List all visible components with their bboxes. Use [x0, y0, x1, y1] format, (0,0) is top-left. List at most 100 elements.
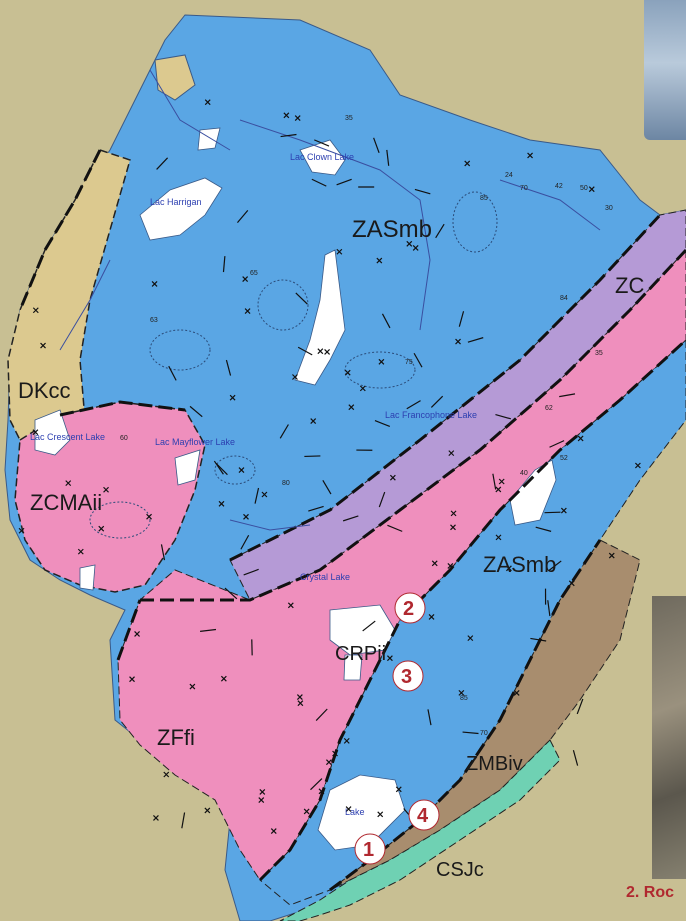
- strike-line: [222, 256, 226, 273]
- strike-line: [295, 292, 308, 305]
- cross-symbol: [447, 563, 454, 569]
- unit-csjc-area: [279, 739, 561, 921]
- svg-text:1: 1: [363, 839, 374, 861]
- cross-symbol: [428, 613, 435, 620]
- cross-symbol: [389, 474, 396, 481]
- lake-label-crystal: Crystal Lake: [300, 572, 350, 582]
- dip-value: 85: [460, 695, 468, 702]
- cross-symbol: [40, 342, 46, 349]
- label-crpii: CRPii: [335, 643, 386, 665]
- lake-lower: [317, 774, 406, 851]
- unit-zasmb-lower: [259, 339, 686, 906]
- strike-line: [200, 628, 217, 632]
- svg-text:2: 2: [403, 598, 414, 620]
- cross-symbol: [146, 513, 152, 520]
- strike-line: [413, 352, 423, 368]
- cross-symbol: [412, 244, 419, 251]
- cross-symbol: [324, 349, 331, 355]
- cross-symbol: [450, 524, 456, 531]
- photo-thumbnail-top: [644, 0, 686, 140]
- site-marker-1[interactable]: 1: [354, 833, 386, 865]
- cross-symbol: [103, 486, 109, 493]
- cross-symbol: [431, 560, 438, 567]
- cross-symbol: [498, 478, 505, 485]
- cross-symbol: [560, 507, 567, 514]
- unit-tan-top: [154, 54, 196, 101]
- cross-symbol: [310, 418, 317, 424]
- strike-line: [495, 413, 512, 420]
- strike-line: [559, 393, 576, 398]
- dip-value: 85: [480, 195, 488, 202]
- strike-line: [322, 479, 332, 495]
- dip-value: 50: [580, 185, 588, 192]
- cross-symbol: [450, 510, 457, 517]
- cross-symbol: [588, 186, 595, 193]
- cross-symbol: [467, 635, 474, 642]
- cross-symbol: [568, 580, 575, 587]
- strike-line: [279, 424, 289, 439]
- strike-line: [315, 708, 328, 721]
- cross-symbol: [505, 565, 512, 572]
- label-csjc: CSJc: [436, 859, 484, 881]
- cross-symbol: [332, 750, 338, 757]
- lake-label-harrigan: Lac Harrigan: [150, 197, 202, 207]
- cross-symbol: [317, 348, 324, 355]
- cross-symbol: [376, 257, 383, 264]
- dip-value: 80: [282, 480, 290, 487]
- strike-line: [308, 505, 324, 512]
- dip-value: 35: [345, 115, 353, 122]
- dip-value: 42: [555, 183, 563, 190]
- photo-thumbnail-bottom: [652, 596, 686, 879]
- strike-line: [492, 473, 497, 490]
- strike-line: [547, 600, 551, 617]
- cross-symbol: [386, 655, 393, 662]
- label-zasmb: ZASmb: [352, 216, 432, 243]
- lake-long: [294, 249, 346, 386]
- strike-line: [362, 620, 376, 632]
- cross-symbol: [129, 676, 135, 683]
- cross-symbol: [218, 500, 225, 507]
- strike-line: [297, 346, 313, 356]
- cross-symbol: [303, 808, 310, 815]
- strike-line: [181, 812, 186, 829]
- cross-symbol: [65, 480, 72, 487]
- cross-symbol: [577, 435, 584, 442]
- cross-symbol: [229, 394, 236, 401]
- dip-value: 62: [545, 405, 553, 412]
- site-markers: 2 3 4 1: [354, 592, 440, 865]
- strike-line: [314, 139, 330, 147]
- svg-text:4: 4: [417, 805, 429, 827]
- dip-value: 65: [250, 270, 258, 277]
- lake-small-pink: [343, 654, 363, 681]
- cross-symbol: [513, 689, 520, 696]
- unit-labels: ZASmb ZC DKcc ZCMAii ZASmb CRPii ZFfi ZM…: [18, 216, 644, 881]
- unit-zcmaii-area: [14, 401, 206, 593]
- site-marker-3[interactable]: 3: [392, 660, 424, 692]
- cross-symbol: [163, 771, 170, 778]
- lake-label-crescent: Lac Crescent Lake: [30, 432, 105, 442]
- strike-line: [406, 400, 421, 410]
- strike-line: [430, 395, 444, 408]
- site-marker-4[interactable]: 4: [408, 799, 440, 831]
- lake-label-clown: Lac Clown Lake: [290, 152, 354, 162]
- dip-value: 52: [560, 455, 568, 462]
- cross-symbol: [244, 308, 251, 314]
- site-marker-2[interactable]: 2: [394, 592, 426, 624]
- photo-caption: 2. Roc: [626, 884, 675, 901]
- cross-symbol: [238, 467, 245, 473]
- strike-line: [189, 405, 203, 418]
- cross-symbol: [153, 814, 159, 821]
- strike-line: [342, 515, 359, 522]
- label-zmbiv: ZMBiv: [466, 753, 523, 775]
- lake-labels: Lac Harrigan Lac Clown Lake Lac Crescent…: [30, 152, 477, 817]
- svg-text:3: 3: [401, 666, 412, 688]
- cross-symbol: [318, 788, 325, 795]
- cross-symbol: [292, 374, 298, 380]
- label-zcmaii: ZCMAii: [30, 490, 102, 515]
- cross-symbol: [406, 240, 413, 247]
- cross-symbol: [189, 683, 196, 690]
- strike-line: [280, 133, 297, 138]
- cross-symbol: [77, 548, 84, 555]
